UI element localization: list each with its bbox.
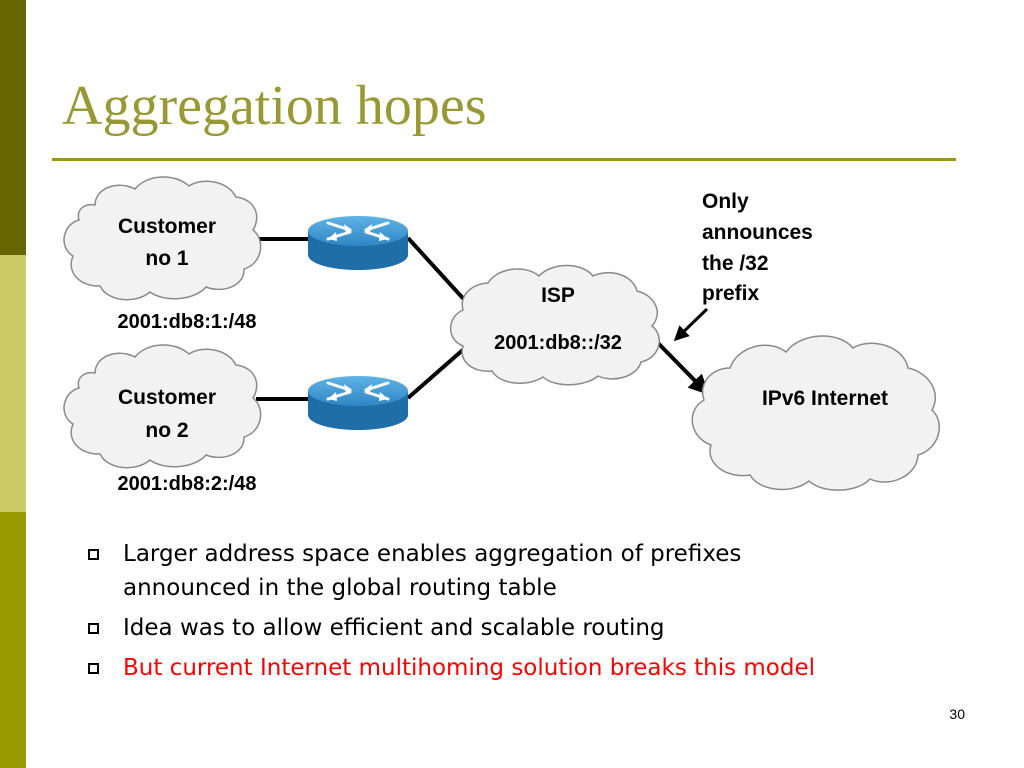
callout-arrow: [673, 307, 709, 342]
link-isp-internet: [655, 340, 709, 395]
bullet-text: But current Internet multihoming solutio…: [123, 655, 816, 681]
customer1-label-line2: no 1: [145, 247, 188, 270]
internet-cloud: IPv6 Internet: [691, 335, 941, 491]
bullet-item-highlighted: But current Internet multihoming solutio…: [86, 651, 1006, 685]
isp-prefix: 2001:db8::/32: [494, 332, 622, 354]
bullet-text: Idea was to allow efficient and scalable…: [123, 615, 665, 641]
bullet-text-continued: announced in the global routing table: [123, 575, 557, 601]
internet-label: IPv6 Internet: [762, 387, 888, 410]
customer1-cloud: Customer no 1: [63, 176, 262, 301]
customer2-label-line2: no 2: [145, 419, 188, 442]
sidebar-decoration: [0, 0, 26, 768]
callout-line4: prefix: [702, 282, 760, 305]
sidebar-segment-middle: [0, 255, 26, 512]
router-icon: [308, 376, 408, 430]
customer2-cloud: Customer no 2: [63, 344, 262, 469]
router-icon: [308, 216, 408, 270]
callout-line1: Only: [702, 190, 749, 213]
bullet-text: Larger address space enables aggregation…: [123, 541, 742, 567]
cloud-shape: [63, 344, 262, 469]
cloud-shape: [63, 176, 262, 301]
title-divider: [52, 158, 956, 161]
page-number: 30: [949, 706, 965, 722]
bullet-item: Larger address space enables aggregation…: [86, 537, 1006, 605]
callout-note: Only announces the /32 prefix: [702, 190, 813, 305]
sidebar-segment-top: [0, 0, 26, 255]
network-diagram: Customer no 1 2001:db8:1:/48 Customer no…: [63, 176, 941, 495]
bullet-list: Larger address space enables aggregation…: [86, 537, 1006, 691]
customer2-prefix: 2001:db8:2:/48: [118, 473, 257, 495]
slide-title: Aggregation hopes: [62, 75, 487, 137]
bullet-item: Idea was to allow efficient and scalable…: [86, 611, 1006, 645]
sidebar-segment-bottom: [0, 512, 26, 768]
isp-cloud: ISP 2001:db8::/32: [449, 264, 660, 386]
customer2-label-line1: Customer: [118, 386, 216, 409]
square-bullet-icon: [88, 623, 99, 634]
customer1-label-line1: Customer: [118, 215, 216, 238]
link-router1-isp: [406, 236, 472, 308]
square-bullet-icon: [88, 663, 99, 674]
callout-line3: the /32: [702, 252, 769, 275]
isp-label: ISP: [541, 284, 575, 307]
link-router2-isp: [406, 346, 467, 400]
cloud-shape: [449, 264, 660, 386]
customer1-prefix: 2001:db8:1:/48: [118, 311, 257, 333]
connection-lines: [256, 236, 709, 401]
cloud-shape: [691, 335, 941, 491]
square-bullet-icon: [88, 549, 99, 560]
callout-line2: announces: [702, 221, 813, 244]
